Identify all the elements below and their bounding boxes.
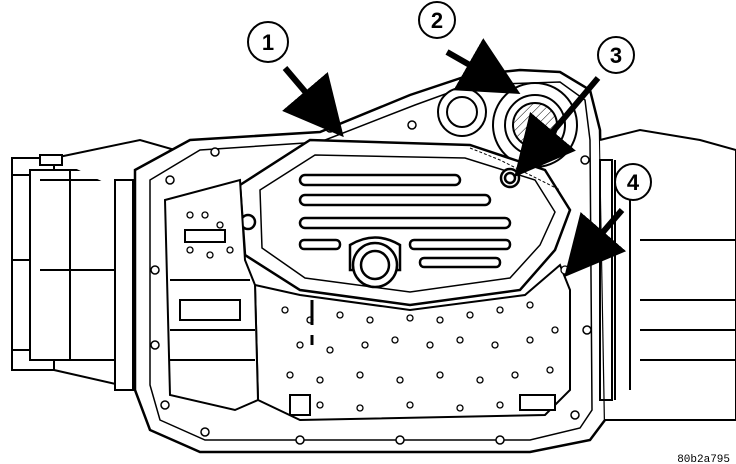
valve-body [163, 178, 571, 422]
callout-3-arrow [514, 76, 601, 178]
callout-4-label: 4 [627, 170, 640, 195]
figure-reference-code: 80b2a795 [677, 454, 730, 464]
callout-2: 2 [418, 1, 521, 94]
oil-filter [238, 138, 572, 307]
callout-1-arrow [282, 66, 344, 138]
callout-3-label: 3 [610, 43, 622, 68]
bell-housing [11, 138, 176, 391]
callout-1: 1 [247, 21, 344, 138]
callout-2-label: 2 [431, 8, 443, 33]
callout-4-arrow [564, 208, 627, 278]
callout-2-arrow [445, 38, 521, 94]
callout-3: 3 [514, 36, 635, 178]
extension-housing [599, 128, 736, 421]
valve-body-bolts [186, 211, 570, 412]
callout-1-label: 1 [262, 30, 274, 55]
callout-4: 4 [564, 163, 652, 278]
